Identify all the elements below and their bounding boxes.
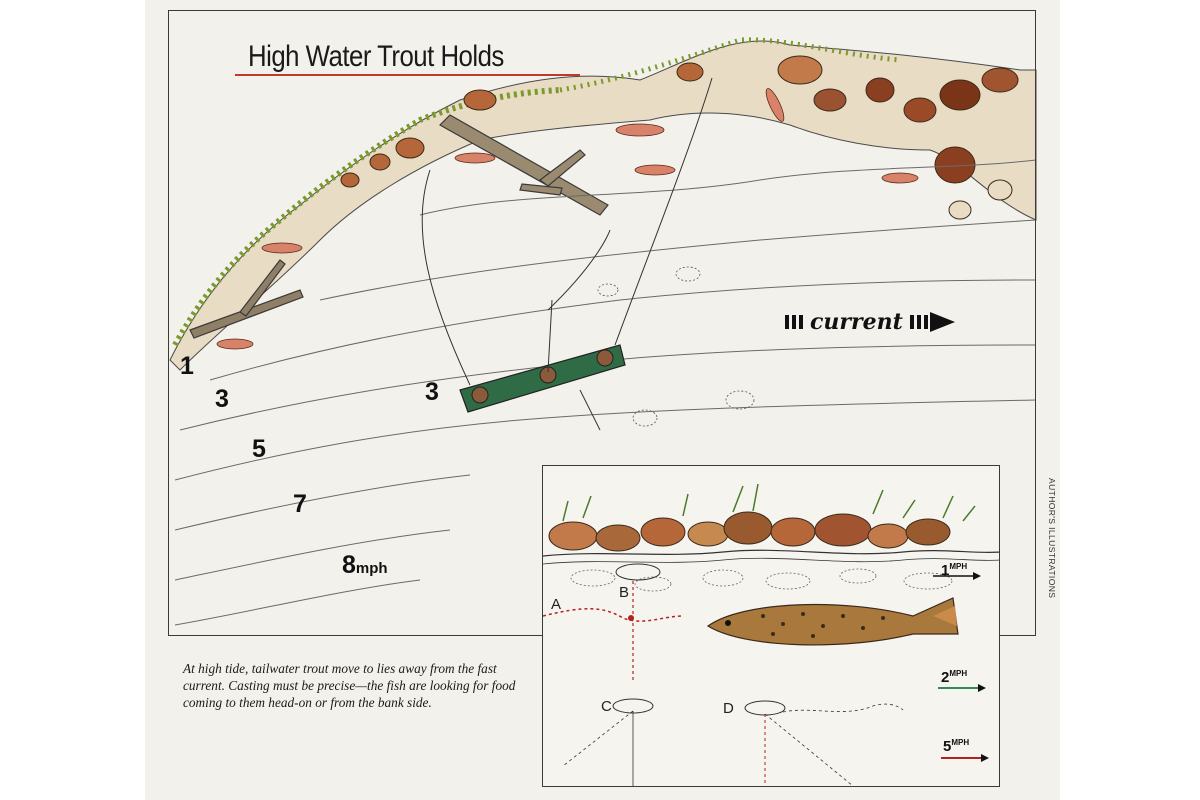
inset-speed-1-unit: MPH: [949, 562, 968, 571]
title-rule: [235, 74, 580, 76]
cast-lines: [421, 77, 713, 386]
figure-caption: At high tide, tailwater trout move to li…: [183, 661, 516, 710]
inset-speed-5-value: 5: [943, 738, 952, 755]
speed-label-8-unit: mph: [355, 560, 388, 577]
speed-label-7: 7: [293, 490, 307, 518]
inset-letter-d: D: [723, 700, 734, 717]
speed-label-1: 1: [180, 352, 194, 380]
current-lines: [174, 159, 1037, 626]
inset-letter-b: B: [619, 584, 630, 601]
inset-rocks: [548, 511, 951, 552]
fallen-branch: [189, 259, 304, 339]
inset-speed-2-value: 2: [941, 669, 950, 686]
current-label: current: [810, 309, 903, 335]
inset-diagram: A B C D 1MPH 2MPH 5MPH: [542, 465, 1000, 787]
figure-title: High Water Trout Holds: [248, 40, 504, 73]
inset-speed-5-unit: MPH: [951, 738, 970, 747]
inset-letter-a: A: [551, 596, 562, 613]
speed-label-8-value: 8: [342, 551, 356, 579]
trout-markers: [216, 88, 919, 350]
inset-speed-2: 2MPH: [941, 669, 967, 686]
fly-drift-a: [543, 608, 684, 622]
fallen-log: [439, 114, 609, 216]
river-bank: [169, 40, 1037, 371]
inset-speed-1: 1MPH: [941, 562, 967, 579]
inset-speed-2-unit: MPH: [949, 669, 968, 678]
inset-speed-5: 5MPH: [943, 738, 969, 755]
rise-rings: [597, 266, 755, 427]
inset-grass: [562, 483, 976, 522]
inset-letter-c: C: [601, 698, 612, 715]
inset-trout: [706, 597, 959, 646]
bank-rocks: [340, 55, 1019, 220]
speed-label-8: 8mph: [342, 551, 388, 580]
inset-illustration: [543, 483, 999, 786]
speed-label-5: 5: [252, 435, 266, 463]
inset-speed-1-value: 1: [941, 562, 950, 579]
drift-boat: [459, 299, 626, 431]
inset-bed-stones: [570, 568, 953, 592]
current-arrow: [785, 312, 955, 332]
illustration-credit: AUTHOR'S ILLUSTRATIONS: [1047, 478, 1057, 599]
speed-label-3-boat: 3: [425, 378, 439, 406]
speed-label-3-bank: 3: [215, 385, 229, 413]
